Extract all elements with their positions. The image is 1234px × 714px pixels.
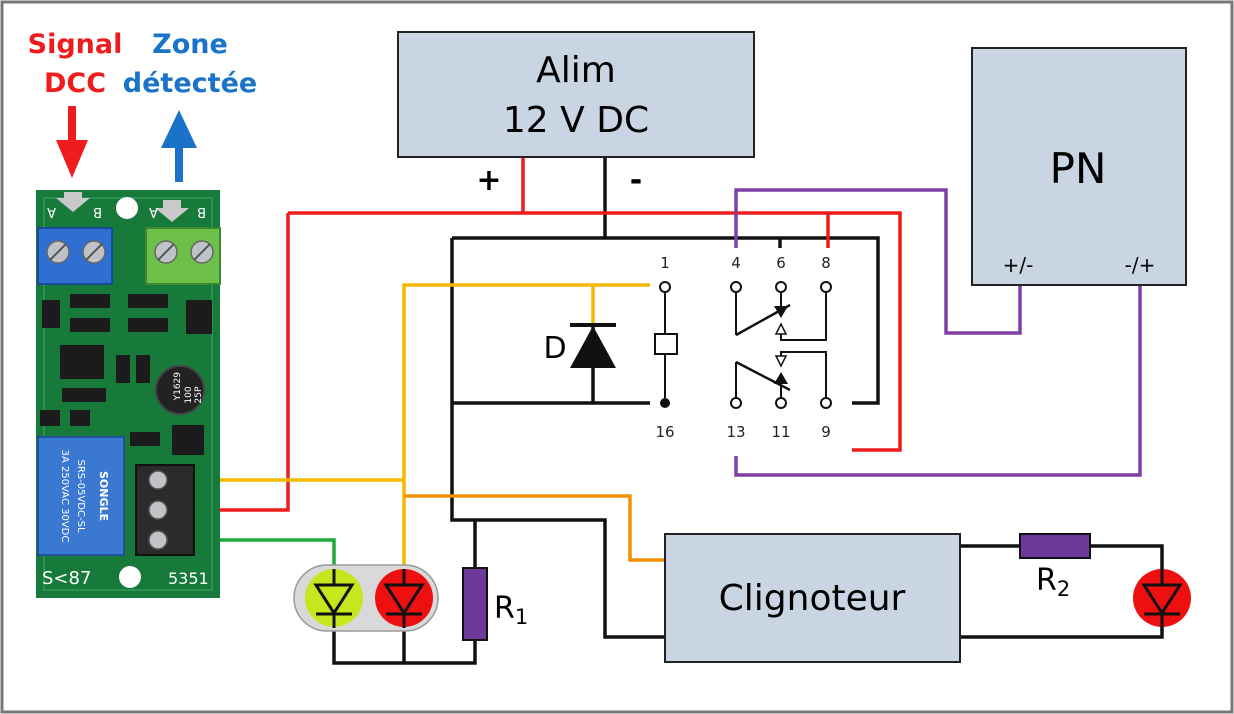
pcb-cap-text-2: 100 xyxy=(184,386,194,403)
zone-label-line2: détectée xyxy=(123,68,257,99)
pcb-arrow-in-icon xyxy=(56,192,90,212)
wire-purple-left xyxy=(734,188,1022,335)
pcb-relay xyxy=(37,436,125,556)
relay-pin-label: 11 xyxy=(771,423,790,441)
relay-pin xyxy=(730,397,742,409)
pcb-relay-text-1: 3A 250VAC 30VDC xyxy=(59,450,70,543)
zone-label-line1: Zone xyxy=(152,29,228,60)
resistor-r2-label: R2 xyxy=(1036,563,1070,601)
pcb-relay-text-2: SRS-05VDC-SL xyxy=(75,459,86,532)
wire-orange xyxy=(404,494,665,562)
led-red-detector xyxy=(375,569,433,628)
wire-yellow xyxy=(168,283,665,585)
relay-coil xyxy=(654,333,678,355)
relay-pin xyxy=(730,281,742,293)
pn-terminal-left: +/- xyxy=(1003,253,1034,277)
relay-pin xyxy=(659,281,671,293)
pcb-label-b-right: B xyxy=(197,204,206,219)
blinker-box xyxy=(664,533,961,663)
relay-pin xyxy=(660,398,670,408)
signal-label-line1: Signal xyxy=(28,29,123,60)
relay-pin xyxy=(775,397,787,409)
zone-arrow-up-icon xyxy=(161,110,197,182)
relay-pin-label: 16 xyxy=(655,423,674,441)
pcb-arrow-out-icon xyxy=(155,200,189,222)
pn-label: PN xyxy=(1050,144,1107,193)
diode-symbol-icon xyxy=(570,326,616,368)
blinker-label: Clignoteur xyxy=(719,578,906,619)
relay-schematic: 1 4 6 8 16 13 11 9 xyxy=(650,248,852,456)
relay-pin xyxy=(775,281,787,293)
wire-red-positive xyxy=(168,157,902,512)
power-supply-box xyxy=(397,31,755,158)
output-screw-icon xyxy=(148,530,168,550)
output-screw-icon xyxy=(148,500,168,520)
output-screw-icon xyxy=(148,470,168,490)
pcb-bottom-left-label: S<87 xyxy=(42,568,91,589)
pcb-label-a-left: A xyxy=(47,204,56,219)
pcb-components xyxy=(40,294,212,455)
relay-pin-label: 9 xyxy=(821,423,831,441)
pcb-cap-text-3: 25P xyxy=(194,386,204,403)
relay-contact-arrow-icon xyxy=(774,372,788,384)
wire-black-supply xyxy=(450,157,880,639)
pn-terminal-right: -/+ xyxy=(1125,253,1156,277)
relay-pin-label: 8 xyxy=(821,254,831,272)
pcb-hole-bottom xyxy=(119,566,141,588)
led-green xyxy=(305,569,363,628)
relay-pin-label: 6 xyxy=(776,254,786,272)
relay-pin-label: 1 xyxy=(660,254,670,272)
power-plus-sign: + xyxy=(476,163,501,198)
pcb-bottom-right-label: 5351 xyxy=(168,569,209,588)
relay-pin xyxy=(820,397,832,409)
power-minus-sign: - xyxy=(630,163,642,198)
diode-label: D xyxy=(543,331,566,366)
relay-contact-arrow-icon xyxy=(774,306,788,318)
resistor-r1-label: R1 xyxy=(494,591,528,629)
resistor-r2 xyxy=(1019,533,1091,559)
relay-pin-label: 4 xyxy=(731,254,741,272)
pcb-label-a-right: A xyxy=(149,204,158,219)
power-supply-label-line1: Alim xyxy=(536,50,616,91)
signal-label-line2: DCC xyxy=(44,68,106,99)
resistor-r1 xyxy=(462,567,488,641)
relay-contact-arrow-icon xyxy=(774,355,788,368)
relay-pin-label: 13 xyxy=(726,423,745,441)
pn-box xyxy=(971,47,1187,286)
pcb-capacitor xyxy=(155,365,205,415)
pcb-hole-top xyxy=(116,197,138,219)
detector-module: A B A B Y1629 xyxy=(36,190,221,598)
relay-pin xyxy=(820,281,832,293)
power-supply-label-line2: 12 V DC xyxy=(503,100,649,141)
pcb-relay-brand: SONGLE xyxy=(97,471,110,521)
pcb-cap-text-1: Y1629 xyxy=(173,372,183,402)
pcb-label-b-left: B xyxy=(93,204,102,219)
led-red-blinker xyxy=(1133,569,1191,628)
signal-arrow-down-icon xyxy=(56,106,88,178)
diode-d xyxy=(570,323,616,403)
